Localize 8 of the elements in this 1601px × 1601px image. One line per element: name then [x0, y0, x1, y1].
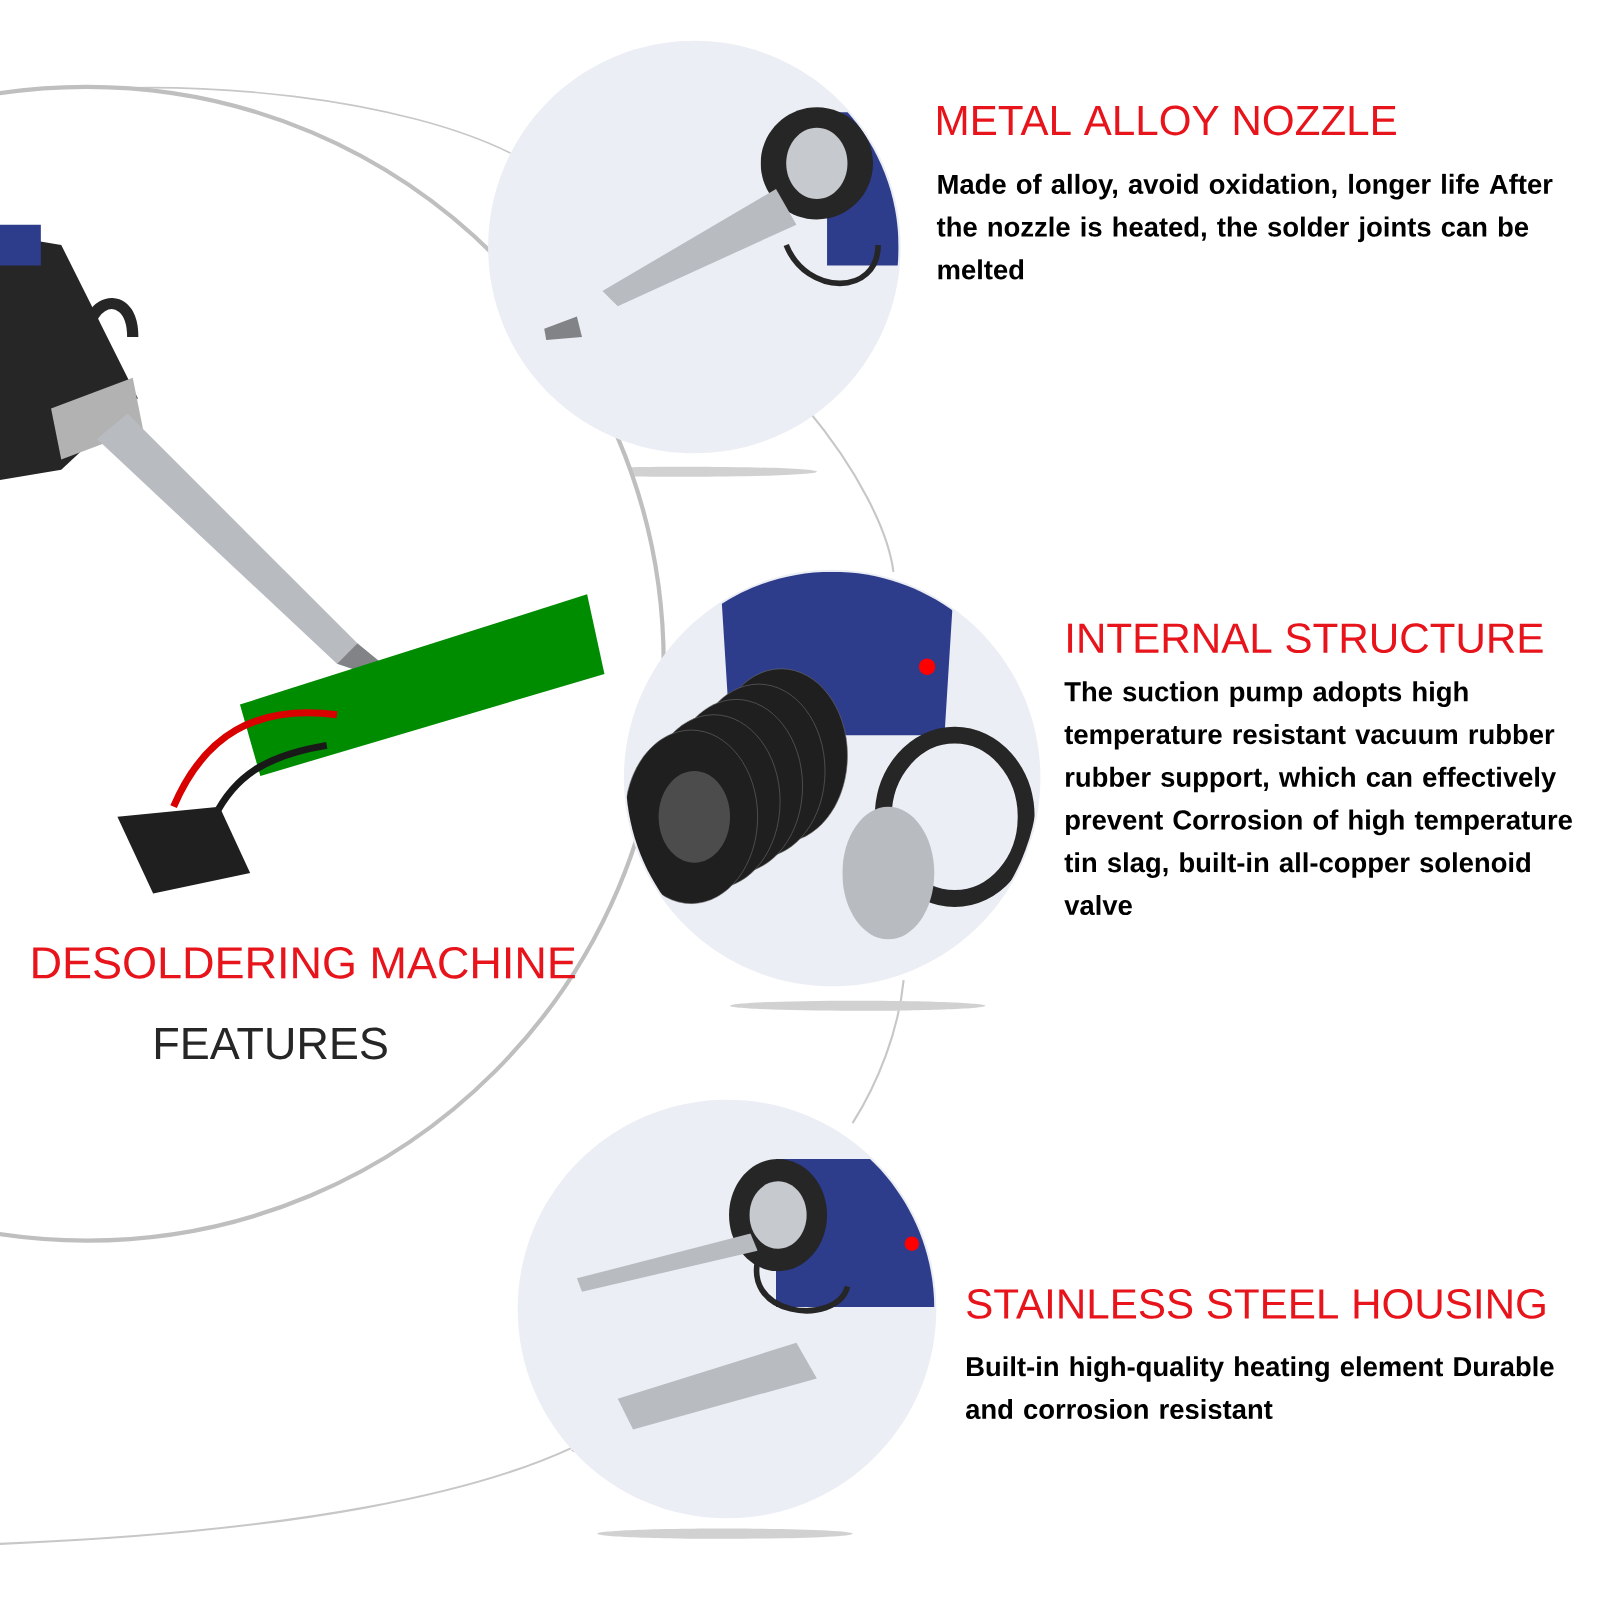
heading: INTERNAL STRUCTURE	[1068, 623, 1543, 654]
description: Built-in high-quality heating element Durable and corrosion resistant	[965, 1356, 1554, 1420]
heading: METAL ALLOY NOZZLE	[938, 105, 1396, 136]
subheading: FEATURES	[155, 1027, 387, 1060]
description: The suction pump adopts high temperature resistant vacuum rubber rubber support, which can effectively prevent Corrosion of high temperature tin slag, built-in all-copper solenoid valve	[1064, 681, 1572, 916]
heading: DESOLDERING MACHINE	[33, 946, 575, 979]
heading: STAINLESS STEEL HOUSING	[967, 1288, 1545, 1319]
description: Made of alloy, avoid oxidation, longer life After the nozzle is heated, the solder joints can be melted	[936, 173, 1553, 280]
